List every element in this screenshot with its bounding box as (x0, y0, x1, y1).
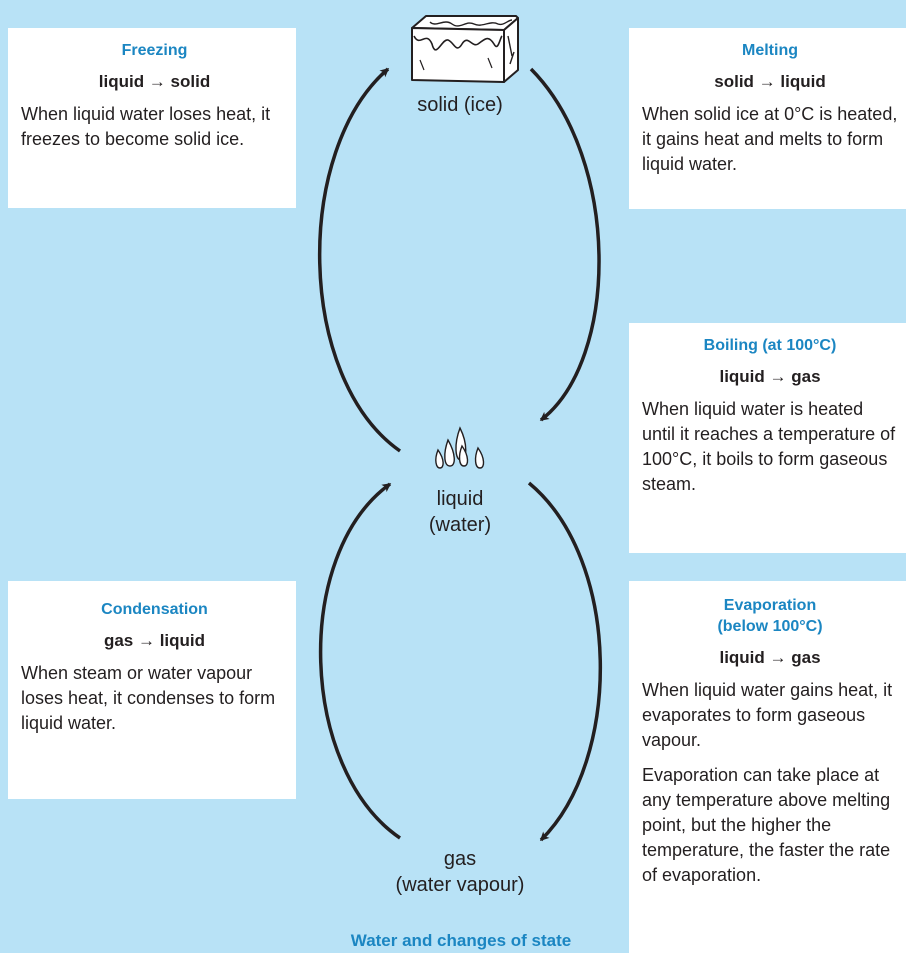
condensation-box: Condensation gas → liquid When steam or … (8, 581, 296, 799)
melting-description: When solid ice at 0°C is heated, it gain… (642, 104, 898, 174)
condensation-formula: gas → liquid (103, 631, 206, 650)
freezing-description: When liquid water loses heat, it freezes… (21, 104, 271, 149)
melting-formula: solid → liquid (714, 72, 826, 91)
boiling-description: When liquid water is heated until it rea… (642, 399, 896, 494)
boiling-title: Boiling (at 100°C) (703, 337, 837, 354)
state-label-liquid: liquid (water) (428, 488, 492, 536)
evaporation-box: Evaporation (below 100°C) liquid → gas W… (629, 581, 906, 953)
evaporation-formula: liquid → gas (719, 648, 821, 667)
boiling-formula: liquid → gas (719, 367, 821, 386)
water-droplets-icon (435, 426, 485, 469)
evaporation-description-extra: Evaporation can take place at any temper… (642, 765, 891, 885)
arrow-freezing (318, 67, 402, 453)
freezing-box: Freezing liquid → solid When liquid wate… (8, 28, 296, 208)
melting-title: Melting (742, 42, 798, 59)
freezing-formula: liquid → solid (98, 72, 211, 91)
state-label-solid: solid (ice) (417, 94, 503, 116)
evaporation-description: When liquid water gains heat, it evapora… (642, 680, 893, 750)
boiling-box: Boiling (at 100°C) liquid → gas When liq… (629, 323, 906, 553)
melting-box: Melting solid → liquid When solid ice at… (629, 28, 906, 209)
evaporation-title: Evaporation (below 100°C) (717, 597, 823, 635)
state-label-gas: gas (water vapour) (395, 848, 525, 896)
condensation-title: Condensation (101, 601, 208, 618)
arrow-melting (529, 67, 601, 422)
arrow-evaporation (527, 481, 603, 842)
diagram-caption: Water and changes of state (350, 931, 572, 950)
condensation-description: When steam or water vapour loses heat, i… (21, 663, 276, 733)
arrow-condensation (319, 482, 401, 840)
freezing-title: Freezing (121, 42, 188, 59)
ice-cube-icon (411, 15, 519, 83)
